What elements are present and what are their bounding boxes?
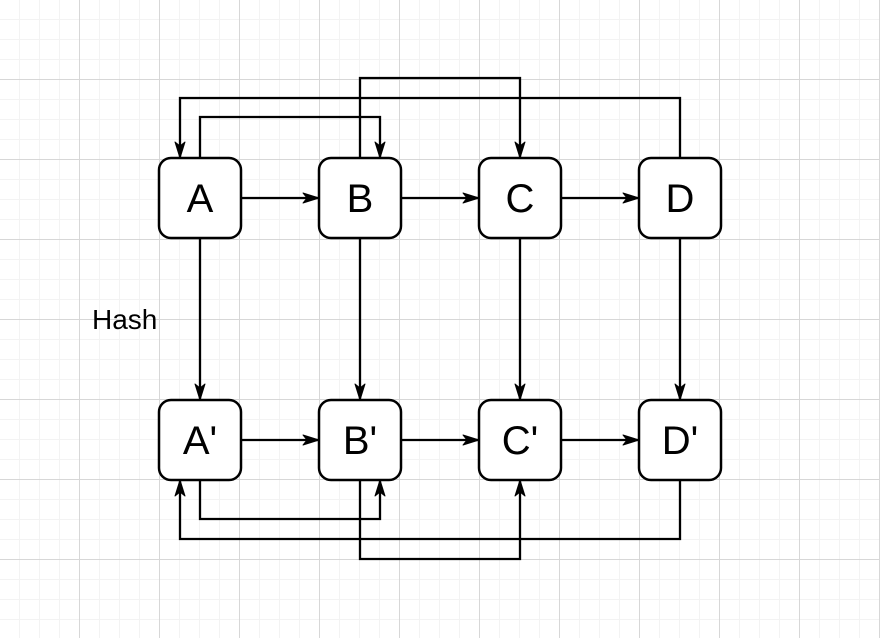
node-box[interactable] [637,156,723,240]
edge-random-b-c[interactable] [358,76,526,159]
node-dp[interactable]: D' [637,398,723,482]
edge-layer [174,76,686,561]
node-label: B [347,177,374,221]
node-label: C [506,177,535,221]
node-label: C' [502,419,539,463]
node-label: A [187,177,214,221]
node-label: A' [183,419,217,463]
hash-edge-label[interactable]: Hash [92,304,158,335]
edge-random-bp-cp[interactable] [358,479,526,561]
edge-random-d-a[interactable] [174,96,682,159]
node-label: D' [662,419,699,463]
node-cp[interactable]: C' [477,398,563,482]
node-a[interactable]: A [157,156,243,240]
node-box[interactable] [157,156,243,240]
edge-random-ap-bp[interactable] [198,479,386,521]
node-box[interactable] [157,398,243,482]
node-d[interactable]: D [637,156,723,240]
edge-random-a-b[interactable] [198,115,386,159]
node-c[interactable]: C [477,156,563,240]
node-layer: A B C D A' B' C' D' [157,156,723,482]
node-bp[interactable]: B' [317,398,403,482]
node-box[interactable] [637,398,723,482]
node-label: B' [343,419,377,463]
node-box[interactable] [317,398,403,482]
node-box[interactable] [477,156,563,240]
node-b[interactable]: B [317,156,403,240]
node-ap[interactable]: A' [157,398,243,482]
node-box[interactable] [477,398,563,482]
node-label: D [666,177,695,221]
node-box[interactable] [317,156,403,240]
edge-random-dp-ap[interactable] [174,479,682,541]
